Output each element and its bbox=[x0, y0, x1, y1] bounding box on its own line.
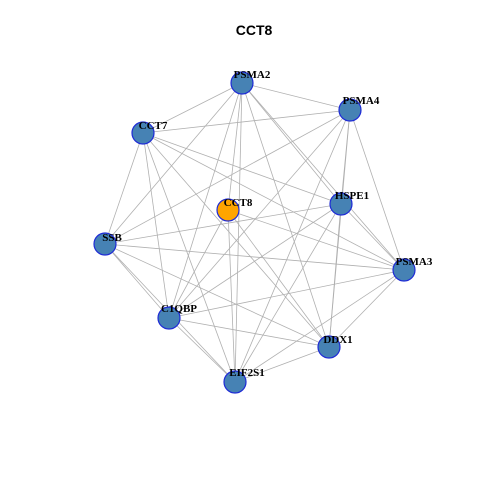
edge-psma2-cct8 bbox=[227, 82, 243, 211]
edge-c1qbp-eif2s1 bbox=[168, 317, 236, 383]
edge-cct8-eif2s1 bbox=[227, 209, 236, 383]
node-label-psma2: PSMA2 bbox=[234, 69, 271, 81]
node-label-cct7: CCT7 bbox=[139, 120, 168, 132]
node-label-hspe1: HSPE1 bbox=[335, 190, 369, 202]
edge-psma4-cct7 bbox=[142, 109, 351, 134]
edge-cct7-hspe1 bbox=[142, 132, 342, 205]
edge-psma3-ddx1 bbox=[328, 269, 405, 348]
edge-ddx1-eif2s1 bbox=[234, 346, 330, 383]
node-c1qbp[interactable] bbox=[157, 306, 181, 330]
node-psma3[interactable] bbox=[392, 258, 416, 282]
edge-psma2-ddx1 bbox=[241, 82, 330, 348]
edge-cct7-c1qbp bbox=[142, 132, 170, 319]
node-label-psma3: PSMA3 bbox=[396, 256, 433, 268]
node-ssb[interactable] bbox=[93, 232, 117, 256]
node-psma4[interactable] bbox=[338, 98, 362, 122]
edge-psma4-c1qbp bbox=[168, 109, 351, 319]
edge-psma3-c1qbp bbox=[168, 269, 405, 319]
diagram-title: CCT8 bbox=[236, 22, 273, 38]
edge-psma2-psma4 bbox=[241, 82, 351, 111]
edge-c1qbp-ddx1 bbox=[168, 317, 330, 348]
node-cct8[interactable] bbox=[216, 198, 240, 222]
edge-cct8-ddx1 bbox=[227, 209, 330, 348]
node-psma2[interactable] bbox=[230, 71, 254, 95]
edge-psma4-eif2s1 bbox=[234, 109, 351, 383]
node-layer bbox=[93, 71, 416, 394]
edge-psma2-eif2s1 bbox=[234, 82, 243, 383]
edge-psma2-ssb bbox=[104, 82, 243, 245]
edge-cct7-eif2s1 bbox=[142, 132, 236, 383]
edge-ssb-psma3 bbox=[104, 243, 405, 271]
node-ddx1[interactable] bbox=[317, 335, 341, 359]
node-label-cct8: CCT8 bbox=[224, 197, 253, 209]
node-label-eif2s1: EIF2S1 bbox=[229, 367, 264, 379]
edge-psma4-psma3 bbox=[349, 109, 405, 271]
edge-psma3-eif2s1 bbox=[234, 269, 405, 383]
edge-psma2-hspe1 bbox=[241, 82, 342, 205]
edge-cct7-ssb bbox=[104, 132, 144, 245]
edge-ssb-c1qbp bbox=[104, 243, 170, 319]
node-eif2s1[interactable] bbox=[223, 370, 247, 394]
node-label-psma4: PSMA4 bbox=[343, 95, 380, 107]
edge-cct7-ddx1 bbox=[142, 132, 330, 348]
edge-hspe1-ddx1 bbox=[328, 203, 342, 348]
edge-cct8-psma3 bbox=[227, 209, 405, 271]
node-label-c1qbp: C1QBP bbox=[161, 303, 197, 315]
node-label-ddx1: DDX1 bbox=[323, 334, 352, 346]
edge-hspe1-c1qbp bbox=[168, 203, 342, 319]
edge-hspe1-ssb bbox=[104, 203, 342, 245]
node-cct7[interactable] bbox=[131, 121, 155, 145]
edge-psma2-cct7 bbox=[142, 82, 243, 134]
node-label-ssb: SSB bbox=[102, 232, 122, 244]
edge-hspe1-psma3 bbox=[340, 203, 405, 271]
edge-cct7-psma3 bbox=[142, 132, 405, 271]
edge-cct8-c1qbp bbox=[168, 209, 229, 319]
edge-ssb-ddx1 bbox=[104, 243, 330, 348]
edge-layer bbox=[104, 82, 405, 383]
edge-psma2-psma3 bbox=[241, 82, 405, 271]
edge-hspe1-eif2s1 bbox=[234, 203, 342, 383]
node-hspe1[interactable] bbox=[329, 192, 353, 216]
